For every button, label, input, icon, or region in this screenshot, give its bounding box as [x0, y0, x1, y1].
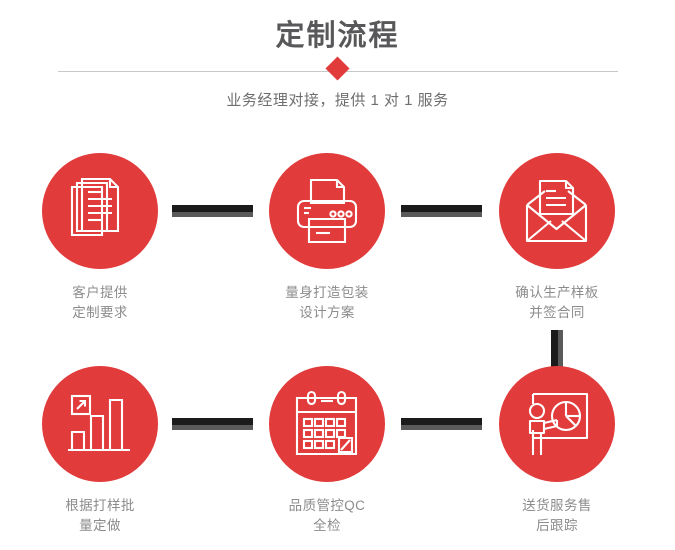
connector-step5-step6: [401, 418, 482, 430]
connector-step4-step5: [172, 418, 253, 430]
diamond-marker-icon: [325, 56, 350, 81]
connector-bar-top: [172, 418, 253, 425]
connector-bar-right: [558, 330, 563, 373]
flow-step-2-circle: [269, 153, 385, 269]
connector-bar-bottom: [401, 425, 482, 430]
connector-bar-bottom: [172, 425, 253, 430]
connector-bar-left: [551, 330, 558, 373]
connector-step1-step2: [172, 205, 253, 217]
page-header: 定制流程 业务经理对接，提供 1 对 1 服务: [0, 0, 675, 125]
connector-bar-bottom: [172, 212, 253, 217]
flow-step-4-circle: [42, 366, 158, 482]
flow-step-4[interactable]: 根据打样批 量定做: [10, 366, 190, 536]
connector-step2-step3: [401, 205, 482, 217]
flow-step-2-label: 量身打造包装 设计方案: [285, 285, 369, 320]
calendar-check-icon: [295, 390, 358, 456]
connector-bar-bottom: [401, 212, 482, 217]
flow-step-6[interactable]: 送货服务售 后跟踪: [467, 366, 647, 536]
flow-step-5-label: 品质管控QC 全检: [288, 498, 366, 533]
flow-step-6-circle: [499, 366, 615, 482]
connector-bar-top: [401, 418, 482, 425]
envelope-document-icon: [525, 179, 588, 243]
flow-step-3-label: 确认生产样板 并签合同: [515, 285, 599, 320]
flow-step-3[interactable]: 确认生产样板 并签合同: [467, 153, 647, 323]
page-subtitle: 业务经理对接，提供 1 对 1 服务: [226, 92, 449, 109]
connector-bar-top: [401, 205, 482, 212]
flow-step-2[interactable]: 量身打造包装 设计方案: [237, 153, 417, 323]
page-title: 定制流程: [275, 20, 400, 52]
connector-step3-step6: [551, 330, 563, 373]
documents-stack-icon: [70, 177, 120, 237]
flow-step-1-label: 客户提供 定制要求: [72, 285, 128, 320]
presenter-pie-chart-icon: [528, 392, 589, 455]
bar-chart-growth-icon: [68, 394, 130, 452]
process-flow: 客户提供 定制要求 量身打造包装 设计方案: [0, 125, 675, 550]
flow-step-5-circle: [269, 366, 385, 482]
connector-bar-top: [172, 205, 253, 212]
flow-step-6-label: 送货服务售 后跟踪: [522, 498, 592, 533]
flow-step-3-circle: [499, 153, 615, 269]
title-divider: [58, 56, 618, 87]
flow-step-1[interactable]: 客户提供 定制要求: [10, 153, 190, 323]
flow-step-4-label: 根据打样批 量定做: [65, 498, 135, 533]
flow-step-1-circle: [42, 153, 158, 269]
flow-step-5[interactable]: 品质管控QC 全检: [237, 366, 417, 536]
printer-icon: [296, 178, 358, 244]
